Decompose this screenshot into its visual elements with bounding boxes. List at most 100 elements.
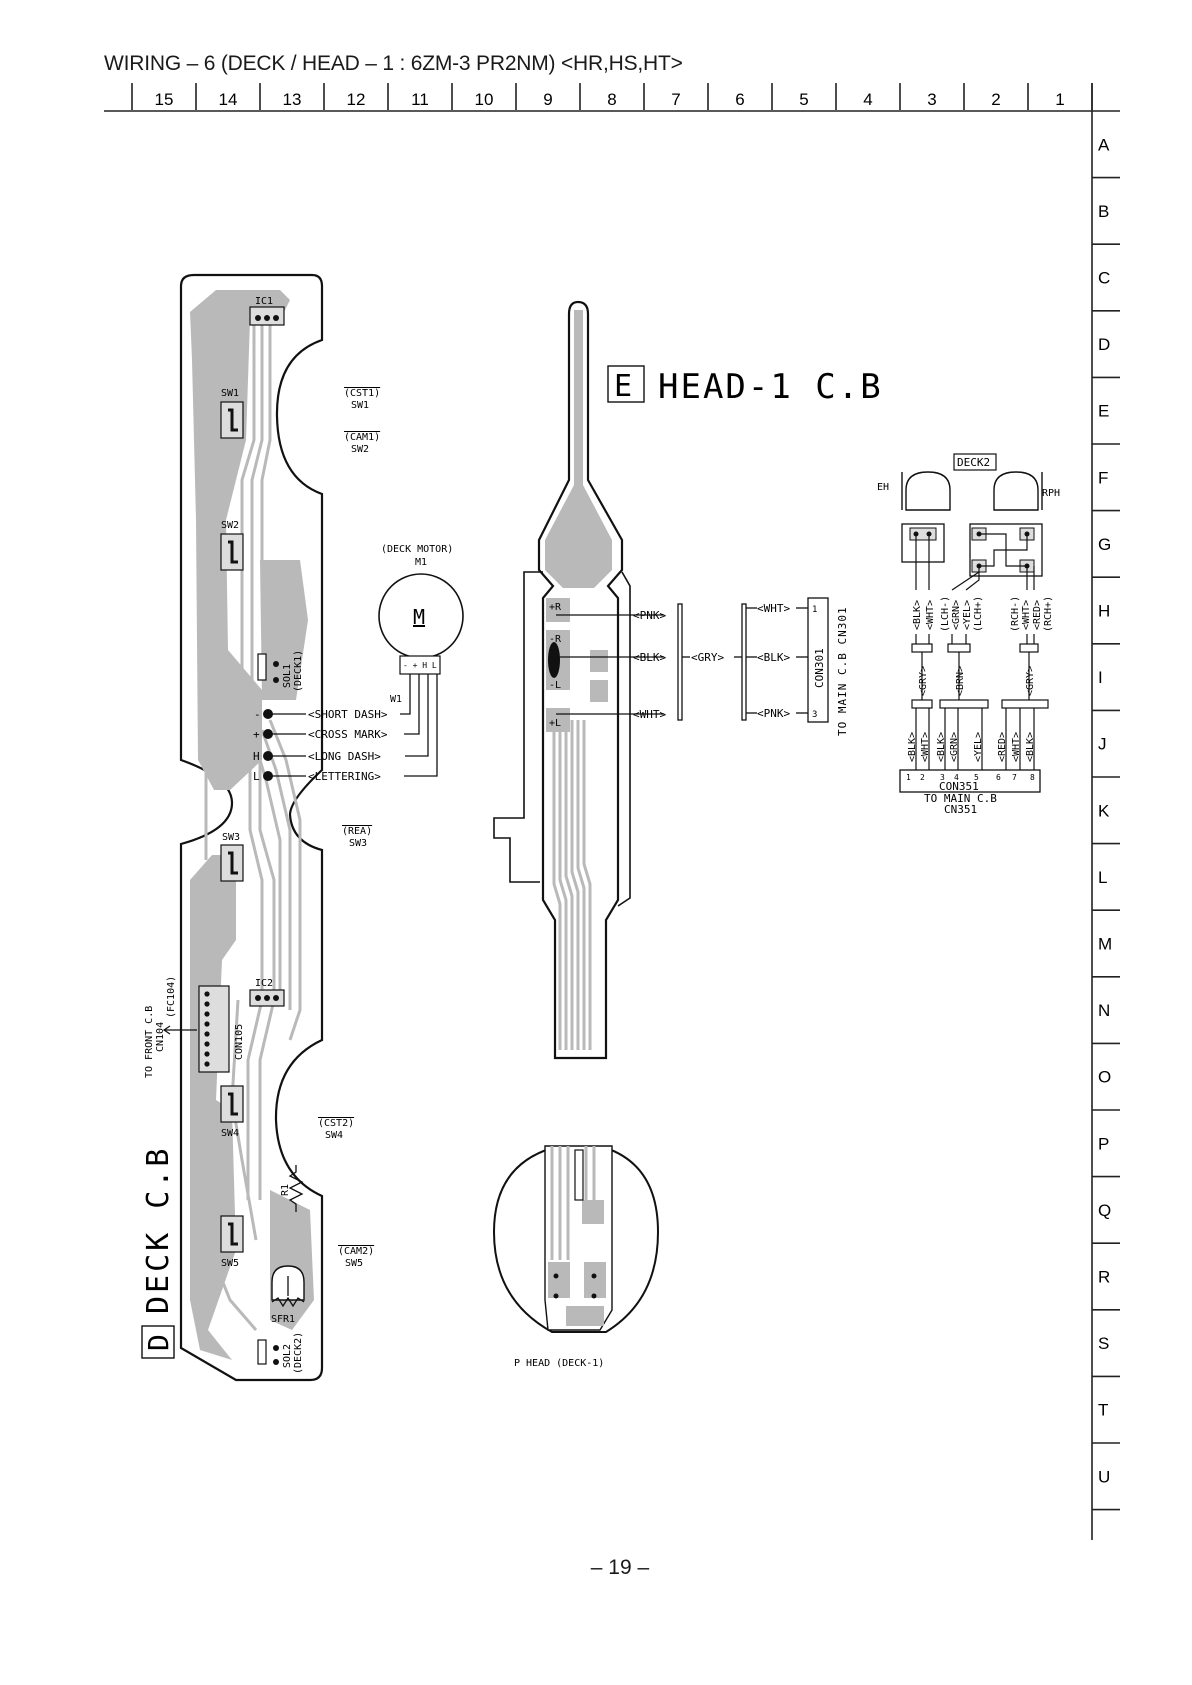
sol1 (257, 653, 279, 683)
con351-pin-number: 8 (1030, 773, 1035, 782)
deck2-mid-wires: <GRY> <BRN> <GRY> (918, 666, 1036, 696)
deck-copper-area (270, 1190, 314, 1330)
deck-board: IC1 SW1 SW2 SOL1 (DECK1) SW3 IC2 CON105 … (141, 273, 324, 1382)
svg-text:<WHT>: <WHT> (925, 600, 936, 630)
grid-row-label: D (1098, 335, 1110, 354)
svg-text:(RCH+): (RCH+) (1043, 596, 1054, 632)
r1-label: R1 (280, 1184, 291, 1196)
head-board-name: HEAD-1 C.B (658, 367, 883, 407)
deck-board-name: DECK C.B (141, 1146, 176, 1315)
svg-text:(LCH-): (LCH-) (940, 596, 951, 632)
svg-text:(LCH+): (LCH+) (973, 596, 984, 632)
head-mount-bracket (493, 571, 631, 907)
deck-board-letter: D (142, 1334, 175, 1351)
svg-text:<GRY>: <GRY> (1025, 666, 1036, 696)
pin-plus: + (253, 728, 260, 741)
deck2-sol-label: (DECK2) (293, 1332, 304, 1374)
switch-function-name: (CST1) (344, 388, 380, 399)
head-board: +R -R -L +L E HEAD-1 C.B <PNK> <BLK> <WH… (493, 300, 883, 1060)
grid-row-label: H (1098, 602, 1110, 621)
sol1-label: SOL1 (282, 664, 293, 688)
grid-column-label: 11 (411, 90, 429, 109)
grid-column-label: 5 (799, 90, 808, 109)
head-copper-area (545, 310, 612, 588)
pad-minus-r: -R (549, 634, 562, 645)
head-wires (556, 603, 808, 721)
grid-row-label: Q (1098, 1201, 1111, 1220)
svg-text:TO FRONT C.B: TO FRONT C.B (144, 1006, 155, 1078)
ic1-label: IC1 (255, 296, 273, 307)
sw2-label: SW2 (221, 520, 239, 531)
motor-caption: (DECK MOTOR) (381, 544, 453, 555)
grid-row-label: M (1098, 935, 1112, 954)
svg-text:<BLK>: <BLK> (912, 600, 923, 630)
grid-column-label: 15 (155, 90, 174, 109)
con351-pin-number: 1 (906, 773, 911, 782)
svg-text:<GRN>: <GRN> (951, 600, 962, 630)
svg-text:<BLK>: <BLK> (1025, 732, 1036, 762)
deck2-destination-1: TO MAIN C.B (924, 792, 997, 805)
wire-pnk-right: <PNK> (757, 707, 790, 720)
ic2-label: IC2 (255, 978, 273, 989)
grid-column-label: 2 (991, 90, 1000, 109)
deck-copper-area (190, 290, 290, 790)
grid-row-label: B (1098, 202, 1109, 221)
grid-column-label: 4 (863, 90, 872, 109)
sw4 (220, 1085, 244, 1123)
con351-pin-number: 2 (920, 773, 925, 782)
switch-function-sw: SW4 (325, 1130, 343, 1141)
sfr1-label: SFR1 (271, 1314, 295, 1325)
eh-head (905, 471, 951, 511)
wire-gry: <GRY> (691, 651, 724, 664)
motor-symbol: M (413, 605, 425, 629)
wire-short-dash: <SHORT DASH> (308, 708, 388, 721)
pad-plus-l: +L (549, 718, 561, 729)
con351-pin-number: 3 (940, 773, 945, 782)
pin-h: H (253, 750, 260, 763)
grid-column-label: 6 (735, 90, 744, 109)
p-head-label: P HEAD (DECK-1) (514, 1358, 604, 1369)
pad-plus-r: +R (549, 602, 562, 613)
grid-column-label: 7 (671, 90, 680, 109)
switch-function-name: (REA) (342, 826, 372, 837)
motor-lead: W1 (390, 694, 402, 705)
grid-column-label: 1 (1055, 90, 1064, 109)
sfr1 (271, 1265, 305, 1308)
wire-cross-mark: <CROSS MARK> (308, 728, 388, 741)
grid-frame (104, 83, 1120, 1540)
grid-column-label: 8 (607, 90, 616, 109)
wire-wht: <WHT> (633, 708, 666, 721)
grid-row-label: F (1098, 468, 1108, 487)
head-pads (546, 598, 608, 732)
grid-row-label: R (1098, 1268, 1110, 1287)
sw1 (220, 401, 244, 439)
rph-head (993, 471, 1039, 511)
deck2-label: DECK2 (957, 456, 990, 469)
grid-column-label: 12 (347, 90, 366, 109)
con301-pin3: 3 (812, 710, 817, 720)
svg-text:<GRN>: <GRN> (949, 732, 960, 762)
head-traces (552, 720, 592, 1050)
grid-row-label: A (1098, 135, 1110, 154)
wire-wht-right: <WHT> (757, 602, 790, 615)
switch-function-name: (CAM1) (344, 432, 380, 443)
grid-row-label: I (1098, 668, 1103, 687)
pin-minus: - (254, 708, 261, 721)
wire-blk: <BLK> (633, 651, 666, 664)
rph-label: RPH (1042, 488, 1060, 499)
con351-label: CON351 (939, 780, 979, 793)
con351-pin-number: 6 (996, 773, 1001, 782)
wire-long-dash: <LONG DASH> (308, 750, 381, 763)
deck-copper-area (260, 560, 308, 700)
svg-text:<WHT>: <WHT> (1021, 600, 1032, 630)
grid-column-label: 14 (219, 90, 238, 109)
grid-column-label: 9 (543, 90, 552, 109)
grid-row-label: P (1098, 1134, 1109, 1153)
page-title: WIRING – 6 (DECK / HEAD – 1 : 6ZM-3 PR2N… (104, 52, 683, 75)
svg-text:CN104: CN104 (155, 1022, 166, 1052)
sw2 (220, 533, 244, 571)
svg-text:(RCH-): (RCH-) (1010, 596, 1021, 632)
